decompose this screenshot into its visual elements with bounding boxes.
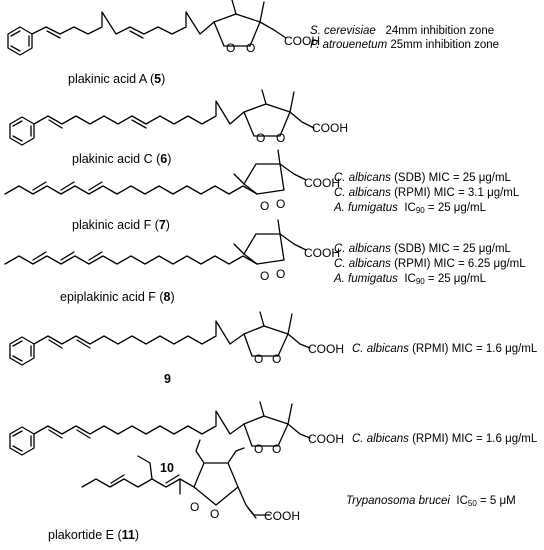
dioxolane-ring [243,233,285,265]
compound-caption-11: plakortide E (11) [48,528,140,542]
compound-caption-6: plakinic acid C (6) [72,152,172,166]
cooh-label: COOH [304,176,340,190]
compound-6-structure [9,89,315,146]
oxygen-label: O [276,197,286,211]
dioxolane-ring [243,415,289,447]
dioxolane-ring [243,325,289,357]
compound-7-structure [4,149,307,195]
oxygen-label: O [272,352,282,366]
compound-caption-7: plakinic acid F (7) [72,218,170,232]
activity-line: A. fumigatus IC90 = 25 μg/mL [334,202,487,215]
dioxolane-ring [243,163,285,195]
compound-10-structure [9,401,311,456]
compound-caption-9: 9 [164,372,171,386]
activity-line: P. atrouenetum 25mm inhibition zone [310,39,500,51]
compound-9-structure [9,311,311,366]
activity-line: C. albicans (RPMI) MIC = 1.6 μg/mL [352,343,538,355]
benzene-ring [9,336,35,366]
activity-line: C. albicans (SDB) MIC = 25 μg/mL [334,243,511,255]
cooh-label: COOH [284,34,320,48]
activity-line: S. cerevisiae 24mm inhibition zone [310,25,495,37]
oxygen-label: O [276,267,286,281]
compound-caption-10: 10 [160,461,174,475]
compound-caption-5: plakinic acid A (5) [68,72,166,86]
activity-line: C. albicans (SDB) MIC = 25 μg/mL [334,172,511,184]
compound-11-structure [81,439,271,519]
oxygen-label: O [226,41,236,55]
oxygen-label: O [254,352,264,366]
oxygen-label: O [260,199,270,213]
oxygen-label: O [210,507,220,521]
activity-line: C. albicans (RPMI) MIC = 1.6 μg/mL [352,433,538,445]
oxygen-label: O [254,442,264,456]
compound-8-structure [4,219,307,265]
activity-line: C. albicans (RPMI) MIC = 6.25 μg/mL [334,258,526,270]
dioxolane-ring [193,462,239,506]
activity-line: A. fumigatus IC90 = 25 μg/mL [334,273,487,286]
oxygen-label: O [246,41,256,55]
cooh-label: COOH [308,432,344,446]
oxygen-label: O [256,131,266,145]
activity-line: C. albicans (RPMI) MIC = 3.1 μg/mL [334,187,520,199]
benzene-ring [7,26,33,56]
cooh-label: COOH [312,121,348,135]
dioxolane-ring [213,13,261,47]
oxygen-label: O [260,269,270,283]
compound-caption-8: epiplakinic acid F (8) [60,290,175,304]
cooh-label: COOH [308,342,344,356]
oxygen-label: O [276,131,286,145]
benzene-ring [9,426,35,456]
oxygen-label: O [190,500,200,514]
cooh-label: COOH [304,246,340,260]
compound-5-structure [7,0,287,56]
cooh-label: COOH [264,509,300,523]
dioxolane-ring [243,103,291,137]
benzene-ring [9,116,35,146]
activity-line: Trypanosoma brucei IC50 = 5 μM [346,495,516,508]
oxygen-label: O [272,442,282,456]
